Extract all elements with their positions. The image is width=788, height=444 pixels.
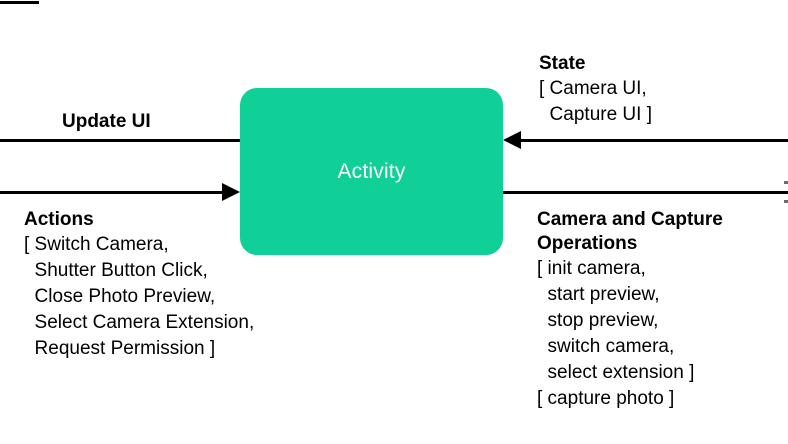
flow-title-actions: Actions [24, 209, 94, 230]
flow-line-state [519, 139, 788, 142]
flow-item-operations-2: stop preview, [537, 310, 659, 331]
flow-label-actions: Actions [ Switch Camera, Shutter Button … [24, 208, 254, 362]
flow-item-actions-2: Close Photo Preview, [24, 286, 216, 307]
flow-item-operations-3: switch camera, [537, 336, 675, 357]
flow-title-update-ui: Update UI [62, 111, 151, 132]
cropped-edge-tick-upper-right [784, 181, 788, 184]
flow-item-actions-0: [ Switch Camera, [24, 234, 169, 255]
flow-title-state: State [539, 53, 586, 74]
flow-label-state: State [ Camera UI, Capture UI ] [539, 52, 652, 128]
flow-item-operations-5: [ capture photo ] [537, 388, 675, 409]
flow-item-actions-1: Shutter Button Click, [24, 260, 208, 281]
arrowhead-actions-into-activity [222, 183, 240, 201]
flow-label-update-ui: Update UI [62, 110, 151, 134]
arrowhead-state-into-activity [503, 131, 521, 149]
flow-line-update-ui [0, 139, 241, 142]
cropped-edge-tick-lower-right [784, 200, 788, 203]
flow-item-state-1: Capture UI ] [539, 104, 652, 125]
flow-item-operations-0: [ init camera, [537, 258, 646, 279]
flow-title-camera-capture-operations: Camera and Capture Operations [537, 209, 723, 254]
flow-item-operations-1: start preview, [537, 284, 660, 305]
cropped-edge-line-top-left [0, 1, 39, 4]
flow-item-state-0: [ Camera UI, [539, 78, 647, 99]
flow-item-actions-4: Request Permission ] [24, 338, 216, 359]
flow-line-camera-capture-operations [503, 191, 788, 194]
activity-node: Activity [240, 88, 503, 255]
flow-item-operations-4: select extension ] [537, 362, 695, 383]
activity-node-label: Activity [337, 159, 406, 183]
flow-line-actions [0, 191, 228, 194]
flow-label-camera-capture-operations: Camera and Capture Operations [ init cam… [537, 208, 723, 412]
flow-item-actions-3: Select Camera Extension, [24, 312, 255, 333]
